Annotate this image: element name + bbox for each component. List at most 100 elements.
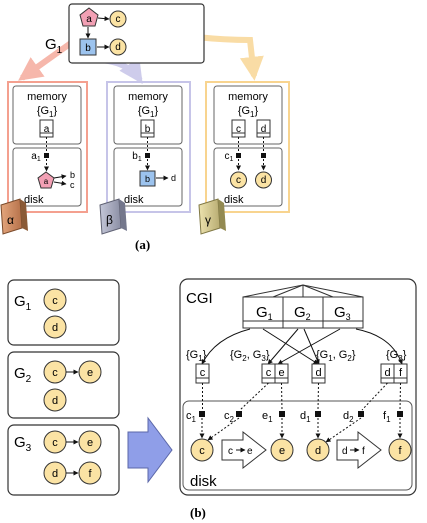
g2-node-d xyxy=(43,388,67,412)
mem-cell-a-label: a xyxy=(44,124,50,135)
disk-ref-d-f: d f xyxy=(336,430,382,470)
caption-b: (b) xyxy=(190,505,206,520)
g3-node-c-label: c xyxy=(52,437,58,449)
pointer-d1: d1 xyxy=(300,410,311,424)
server-icon-gamma xyxy=(198,198,226,235)
cgi-index-table xyxy=(242,296,364,329)
g2-node-e-label: e xyxy=(87,367,93,379)
disk-out-c-alpha: c xyxy=(70,180,75,190)
graph-g3-panel: G3 c e d f xyxy=(7,424,120,496)
cgi-disk-label: disk xyxy=(190,473,217,490)
pointer-c2-marker xyxy=(236,411,242,417)
disk-ref-d-label: d xyxy=(342,446,348,457)
mem-cell-c-1: c xyxy=(200,367,206,379)
edge-a-c xyxy=(97,16,110,22)
cgi-memory-cells xyxy=(195,363,408,384)
g3-node-f xyxy=(78,461,102,485)
memory-label-beta: memory xyxy=(128,91,168,103)
set-label-g3: {G3} xyxy=(386,349,407,363)
pointer-c2: c2 xyxy=(224,410,235,424)
index-cell-g1: G1 xyxy=(256,304,273,322)
disk-label-alpha: disk xyxy=(24,194,44,206)
machine-beta-frame xyxy=(106,81,191,213)
node-a-label: a xyxy=(86,14,92,25)
server-icon-alpha xyxy=(0,198,28,235)
pointer-f1-marker xyxy=(397,411,403,417)
pointer-marker-d1 xyxy=(261,153,266,158)
big-transform-arrow xyxy=(127,416,173,484)
graph-g1-label: G1 xyxy=(45,36,63,56)
node-b-label: b xyxy=(85,43,91,54)
disk-node-a-pentagon xyxy=(37,171,55,189)
g1-node-d-label: d xyxy=(52,322,58,334)
disk-node-c-gamma-label: c xyxy=(236,175,241,186)
mem-cell-e-1: e xyxy=(278,367,284,379)
disk-label-gamma: disk xyxy=(224,194,244,206)
disk-out-b-alpha: b xyxy=(70,170,75,180)
pointer-e1-marker xyxy=(279,411,285,417)
node-c-label: c xyxy=(116,14,121,25)
set-label-gamma: {G1} xyxy=(238,105,259,119)
g2-node-d-label: d xyxy=(52,395,58,407)
disk-node-d-gamma-label: d xyxy=(261,175,267,186)
disk-box-gamma xyxy=(213,147,283,207)
disk-out-d-beta: d xyxy=(171,173,176,183)
pointer-dashes xyxy=(199,382,403,443)
machine-alpha: memory {G1} a a1 a b c disk α xyxy=(0,81,88,235)
memory-label-gamma: memory xyxy=(228,91,268,103)
disk-node-d-label: d xyxy=(315,445,321,457)
mem-cell-c-2: c xyxy=(266,367,272,379)
disk-node-e-label: e xyxy=(279,445,285,457)
machine-gamma: memory {G1} c d c1 c d disk γ xyxy=(198,81,290,235)
disk-ref-e-label: e xyxy=(247,446,253,457)
g2-node-c-label: c xyxy=(52,367,58,379)
pointer-c1: c1 xyxy=(186,410,197,424)
mem-cell-c-label: c xyxy=(236,124,241,135)
mem-cell-d-label: d xyxy=(261,124,267,135)
mem-cell-d-2: d xyxy=(384,367,390,379)
pointer-e1: e1 xyxy=(262,410,273,424)
cgi-label: CGI xyxy=(186,290,213,307)
disk-node-d-gamma xyxy=(255,171,272,189)
pointer-label-c1: c1 xyxy=(225,151,234,163)
pointer-label-a1: a1 xyxy=(31,151,41,163)
graph-g2-name: G2 xyxy=(14,365,32,385)
server-label-gamma: γ xyxy=(205,213,211,227)
graph-g1-name: G1 xyxy=(14,293,32,313)
index-cell-g3: G3 xyxy=(334,304,351,322)
disk-node-f xyxy=(388,438,412,462)
disk-node-c-label: c xyxy=(199,445,205,457)
disk-node-f-label: f xyxy=(398,445,402,457)
cgi-disk-box xyxy=(182,400,413,491)
pointer-marker-c1 xyxy=(236,153,241,158)
index-arrow-g1 xyxy=(201,328,251,365)
g1-node-d xyxy=(43,315,67,339)
disk-node-d xyxy=(306,438,330,462)
pointer-d2: d2 xyxy=(343,410,354,424)
node-a-pentagon xyxy=(79,7,99,27)
set-label-beta: {G1} xyxy=(138,105,159,119)
memory-label-alpha: memory xyxy=(27,91,67,103)
node-b-square xyxy=(79,38,97,56)
g3-node-d-label: d xyxy=(52,468,58,480)
machine-alpha-frame xyxy=(7,81,88,213)
g1-node-c-label: c xyxy=(52,295,58,307)
disk-node-a-label: a xyxy=(44,177,49,186)
memory-box-alpha xyxy=(12,85,82,145)
disk-ref-f-label: f xyxy=(362,446,365,457)
server-label-beta: β xyxy=(106,213,113,227)
pointer-f1: f1 xyxy=(383,410,391,424)
pointer-marker-b1 xyxy=(145,153,150,158)
server-icon-beta xyxy=(99,198,127,235)
pointer-d1-marker xyxy=(315,411,321,417)
set-label-g1: {G1} xyxy=(186,349,207,363)
graph-g2-panel: G2 c e d xyxy=(7,351,120,419)
set-label-g1-g2: {G1, G2} xyxy=(316,349,356,363)
server-label-alpha: α xyxy=(7,213,14,227)
disk-node-c-gamma xyxy=(230,171,247,189)
disk-node-b-label: b xyxy=(145,174,150,184)
g1-node-c xyxy=(43,288,67,312)
machine-gamma-frame xyxy=(205,81,290,213)
g3-node-e-label: e xyxy=(87,437,93,449)
